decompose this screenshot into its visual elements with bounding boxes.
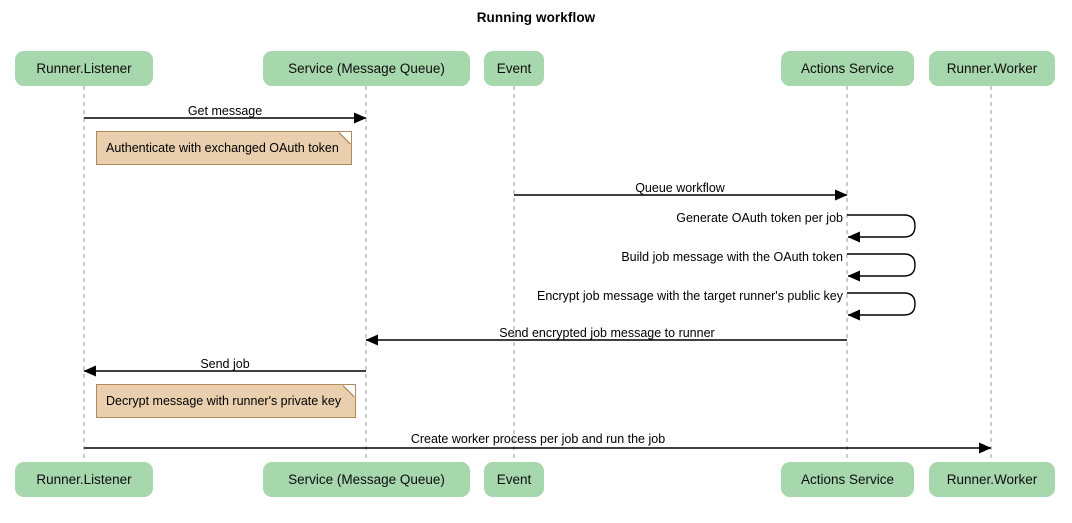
lifelines-group bbox=[83, 86, 992, 462]
page-title: Running workflow bbox=[476, 10, 596, 25]
participant-label: Event bbox=[496, 61, 532, 76]
message-label-build-job-message: Build job message with the OAuth token bbox=[621, 250, 843, 264]
participant-service-mq-top[interactable]: Service (Message Queue) bbox=[263, 51, 470, 86]
message-label-send-encrypted: Send encrypted job message to runner bbox=[499, 326, 715, 340]
participant-service-mq-bottom[interactable]: Service (Message Queue) bbox=[263, 462, 470, 497]
participant-label: Actions Service bbox=[800, 61, 895, 76]
message-label-queue-workflow: Queue workflow bbox=[635, 181, 725, 195]
note-fold-corner-icon bbox=[339, 132, 351, 144]
note-authenticate: Authenticate with exchanged OAuth token bbox=[96, 131, 352, 165]
arrows-group bbox=[83, 112, 992, 454]
participant-label: Runner.Listener bbox=[36, 472, 132, 487]
message-label-send-job: Send job bbox=[200, 357, 250, 371]
message-label-get-message: Get message bbox=[187, 104, 263, 118]
participant-actions-service-bottom[interactable]: Actions Service bbox=[781, 462, 914, 497]
participant-runner-worker-top[interactable]: Runner.Worker bbox=[929, 51, 1055, 86]
participant-event-bottom[interactable]: Event bbox=[484, 462, 544, 497]
participant-label: Service (Message Queue) bbox=[288, 472, 445, 487]
message-encrypt-job bbox=[847, 292, 916, 321]
message-label-encrypt-job: Encrypt job message with the target runn… bbox=[536, 289, 843, 303]
participant-actions-service-top[interactable]: Actions Service bbox=[781, 51, 914, 86]
participant-label: Runner.Worker bbox=[946, 472, 1038, 487]
participant-label: Actions Service bbox=[800, 472, 895, 487]
participant-label: Runner.Listener bbox=[36, 61, 132, 76]
note-decrypt: Decrypt message with runner's private ke… bbox=[96, 384, 356, 418]
participant-event-top[interactable]: Event bbox=[484, 51, 544, 86]
participant-label: Service (Message Queue) bbox=[288, 61, 445, 76]
message-generate-token bbox=[847, 214, 916, 243]
participant-label: Event bbox=[496, 472, 532, 487]
message-label-generate-token: Generate OAuth token per job bbox=[676, 211, 843, 225]
message-build-job-message bbox=[847, 253, 916, 282]
note-fold-corner-icon bbox=[343, 385, 355, 397]
participant-runner-worker-bottom[interactable]: Runner.Worker bbox=[929, 462, 1055, 497]
message-label-create-worker: Create worker process per job and run th… bbox=[410, 432, 666, 446]
participant-runner-listener-bottom[interactable]: Runner.Listener bbox=[15, 462, 153, 497]
note-label: Decrypt message with runner's private ke… bbox=[106, 394, 342, 408]
participant-runner-listener-top[interactable]: Runner.Listener bbox=[15, 51, 153, 86]
participant-label: Runner.Worker bbox=[946, 61, 1038, 76]
note-label: Authenticate with exchanged OAuth token bbox=[106, 141, 339, 155]
